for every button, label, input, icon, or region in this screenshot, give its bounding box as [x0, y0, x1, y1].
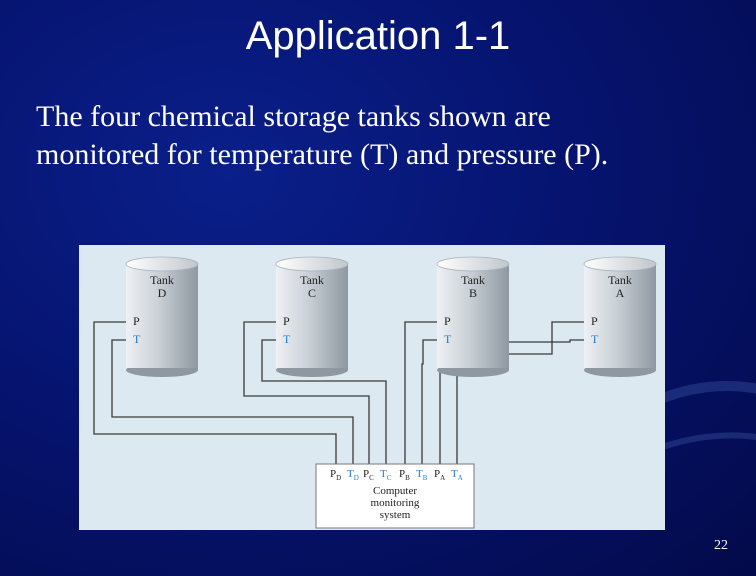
terminal-label: TC — [380, 468, 392, 482]
temperature-wire — [421, 339, 437, 464]
tank-word: Tank — [150, 273, 174, 287]
tank-top — [275, 256, 349, 272]
page-number: 22 — [714, 538, 728, 553]
temperature-wire — [261, 339, 387, 464]
monitor-label-line: Computer — [373, 485, 417, 497]
tank-shell — [126, 264, 198, 368]
slide-title: Application 1-1 — [245, 14, 511, 58]
tank-top — [125, 256, 199, 272]
temperature-wire — [456, 339, 584, 464]
tank-letter: A — [616, 286, 625, 300]
temperature-sensor-label: T — [591, 332, 599, 346]
tank-shell — [584, 264, 656, 368]
pressure-sensor-label: P — [133, 314, 140, 328]
tank-top — [583, 256, 657, 272]
terminal-label: TD — [347, 468, 359, 482]
tank-word: Tank — [608, 273, 632, 287]
body-line: monitored for temperature (T) and pressu… — [36, 138, 609, 171]
pressure-wire — [404, 321, 437, 464]
tank-letter: C — [308, 286, 316, 300]
terminal-label: TB — [416, 468, 428, 482]
tank-word: Tank — [300, 273, 324, 287]
pressure-sensor-label: P — [444, 314, 451, 328]
tank-shell — [276, 264, 348, 368]
temperature-sensor-label: T — [444, 332, 452, 346]
pressure-sensor-label: P — [591, 314, 598, 328]
terminal-label: PA — [434, 468, 445, 482]
tank-letter: D — [158, 286, 167, 300]
monitor-label-line: monitoring — [371, 497, 420, 509]
pressure-wire — [93, 321, 337, 464]
temperature-sensor-label: T — [133, 332, 141, 346]
tank-word: Tank — [461, 273, 485, 287]
pressure-wire — [243, 321, 370, 464]
monitor-label-line: system — [380, 509, 411, 521]
temperature-wire — [111, 339, 354, 464]
tank-top — [436, 256, 510, 272]
terminal-label: PD — [330, 468, 341, 482]
terminal-label: PC — [363, 468, 374, 482]
monitor-box — [315, 463, 475, 529]
tank-shell — [437, 264, 509, 368]
body-line: The four chemical storage tanks shown ar… — [36, 100, 551, 133]
terminal-label: PB — [399, 468, 410, 482]
tank-letter: B — [469, 286, 477, 300]
body-text: The four chemical storage tanks shown ar… — [36, 98, 736, 174]
temperature-sensor-label: T — [283, 332, 291, 346]
pressure-sensor-label: P — [283, 314, 290, 328]
pressure-wire — [439, 321, 584, 464]
wiring — [93, 321, 584, 464]
terminal-label: TA — [451, 468, 463, 482]
